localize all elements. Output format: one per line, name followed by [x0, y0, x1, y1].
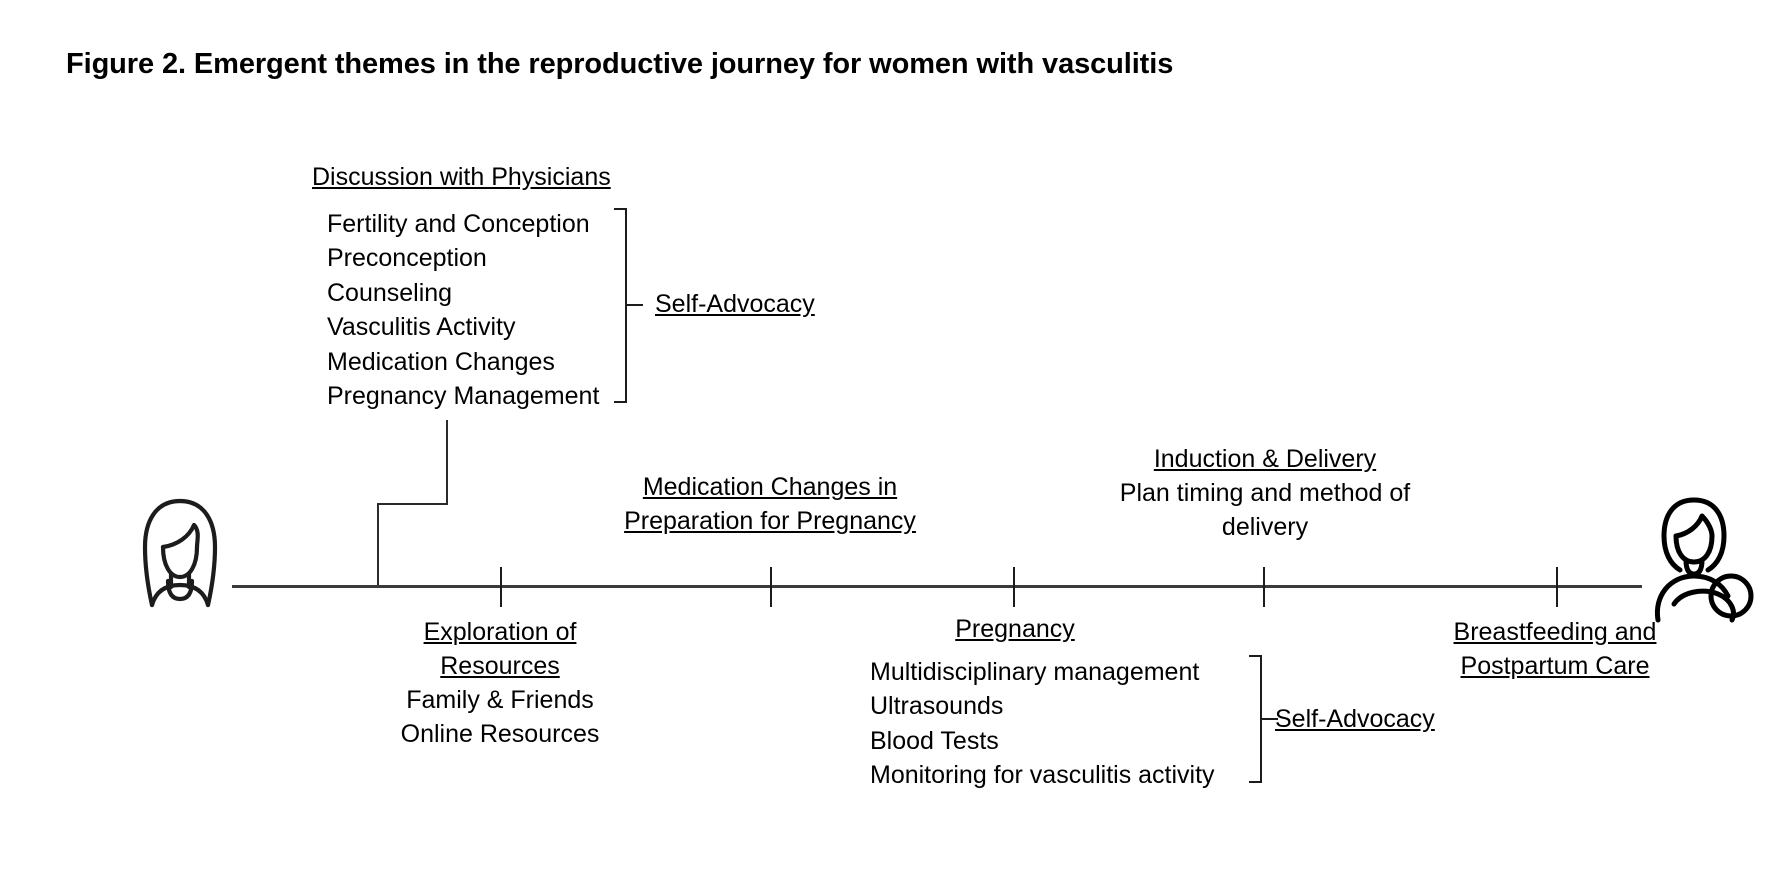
timeline-axis [232, 585, 1642, 588]
list-item: Monitoring for vasculitis activity [870, 761, 1215, 790]
list-item: Family & Friends [406, 686, 594, 714]
list-item: Ultrasounds [870, 692, 1004, 721]
heading-pregnancy: Pregnancy [955, 615, 1075, 643]
list-item: Vasculitis Activity [327, 313, 516, 342]
mother-with-baby-icon [1648, 492, 1760, 624]
label-self-advocacy-top: Self-Advocacy [655, 287, 815, 321]
bracket-pregnancy-self-advocacy [1249, 655, 1262, 783]
connector-vertical-lower [377, 503, 379, 588]
heading-line-1: Breastfeeding and [1453, 618, 1657, 646]
list-pregnancy: Multidisciplinary management Ultrasounds… [870, 655, 1215, 793]
description-line-2: delivery [1221, 513, 1309, 541]
self-advocacy-label: Self-Advocacy [655, 290, 815, 318]
list-item: Preconception [327, 244, 487, 273]
timeline-tick-2 [770, 567, 772, 607]
heading-line-2: Resources [440, 652, 560, 680]
timeline-tick-4 [1263, 567, 1265, 607]
heading-pregnancy-wrap: Pregnancy [895, 612, 1135, 646]
bracket-stub-physicians [627, 304, 643, 306]
list-item: Pregnancy Management [327, 382, 600, 411]
timeline-tick-3 [1013, 567, 1015, 607]
connector-horizontal [377, 503, 448, 505]
list-item: Fertility and Conception [327, 210, 590, 238]
block-induction-and-delivery: Induction & Delivery Plan timing and met… [1115, 442, 1415, 544]
timeline-tick-1 [500, 567, 502, 607]
list-item: Online Resources [400, 720, 600, 748]
bracket-physicians-self-advocacy [614, 208, 627, 403]
heading-induction-and-delivery: Induction & Delivery [1153, 445, 1377, 473]
list-item: Multidisciplinary management [870, 658, 1200, 686]
heading-line-2: Preparation for Pregnancy [624, 507, 916, 535]
list-item: Blood Tests [870, 726, 999, 755]
self-advocacy-label: Self-Advocacy [1275, 705, 1435, 733]
block-discussion-with-physicians: Discussion with Physicians [312, 160, 611, 194]
connector-vertical-upper [446, 420, 448, 505]
block-exploration-of-resources: Exploration of Resources Family & Friend… [360, 615, 640, 751]
timeline-tick-5 [1556, 567, 1558, 607]
block-medication-changes-preparation: Medication Changes in Preparation for Pr… [620, 470, 920, 538]
heading-discussion-with-physicians: Discussion with Physicians [312, 163, 611, 191]
block-breastfeeding-postpartum: Breastfeeding and Postpartum Care [1405, 615, 1705, 683]
list-item: Counseling [327, 278, 453, 307]
list-item: Medication Changes [327, 347, 555, 376]
woman-icon [132, 495, 228, 625]
description-line-1: Plan timing and method of [1119, 479, 1411, 507]
heading-line-2: Postpartum Care [1460, 652, 1650, 680]
heading-line-1: Exploration of [423, 618, 577, 646]
list-discussion-with-physicians: Fertility and Conception Preconception C… [327, 207, 599, 413]
figure-title: Figure 2. Emergent themes in the reprodu… [66, 48, 1174, 80]
label-self-advocacy-bottom: Self-Advocacy [1275, 702, 1435, 736]
bracket-stub-pregnancy [1262, 718, 1278, 720]
heading-line-1: Medication Changes in [642, 473, 898, 501]
